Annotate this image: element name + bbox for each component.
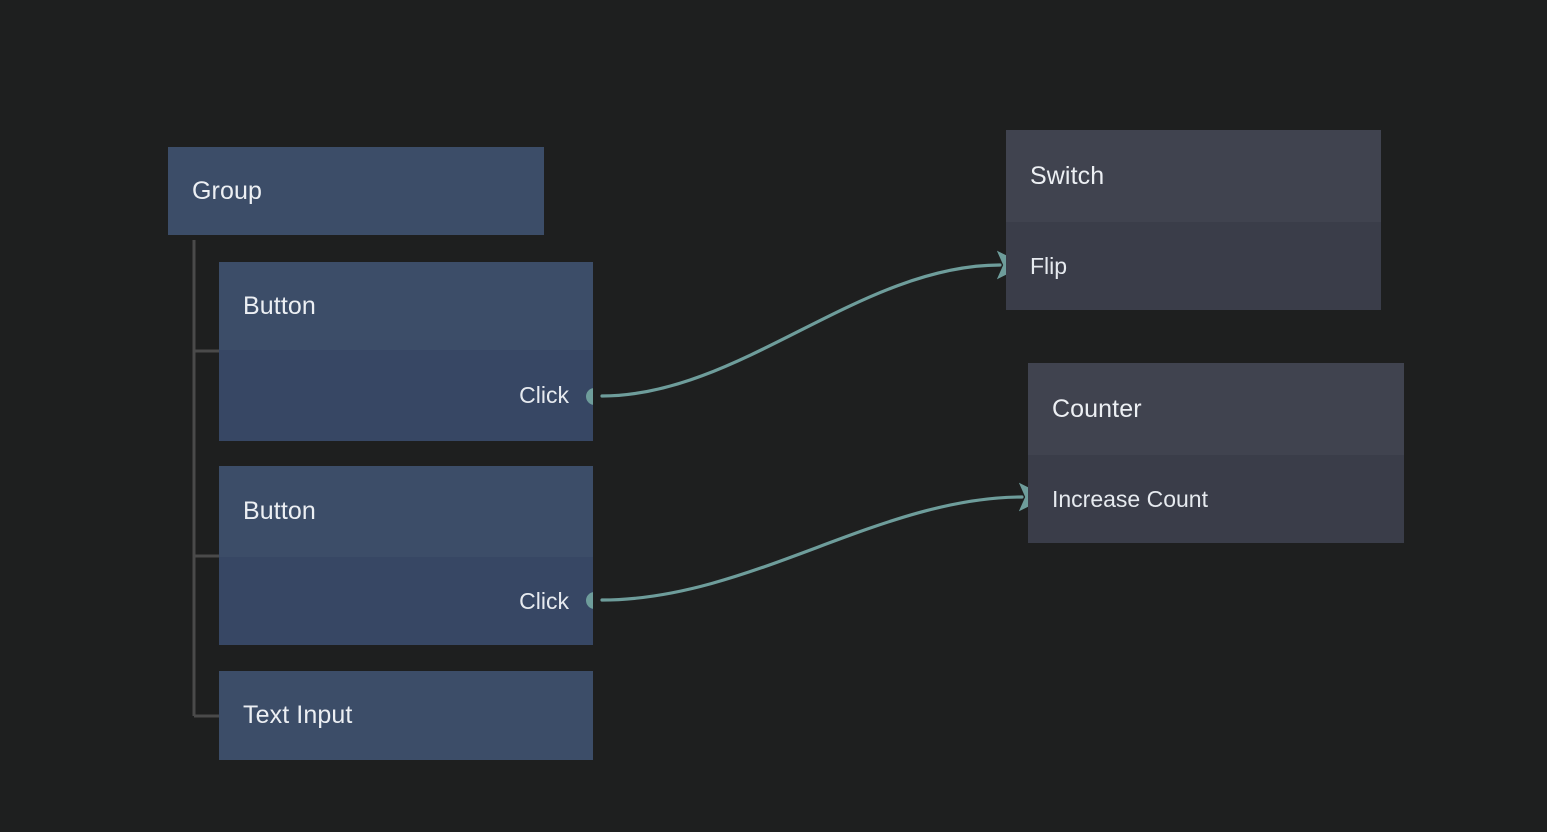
node-title-text-input: Text Input [219, 671, 593, 760]
port-label-switch-0: Flip [1030, 252, 1068, 279]
edge-edge-click-increase[interactable] [600, 482, 1048, 602]
edge-edge-click-flip[interactable] [600, 250, 1026, 398]
port-label-button-1-0: Click [519, 382, 569, 408]
node-body-counter: Increase Count [1028, 455, 1404, 543]
node-title-switch: Switch [1006, 130, 1381, 222]
port-row-button-2-0[interactable]: Click [243, 588, 569, 615]
port-dot-button-1-0[interactable] [586, 388, 593, 405]
node-body-switch: Flip [1006, 222, 1381, 310]
port-row-switch-0[interactable]: Flip [1030, 253, 1357, 280]
node-text-input[interactable]: Text Input [219, 671, 593, 760]
port-label-button-2-0: Click [519, 587, 569, 614]
port-row-button-1-0[interactable]: Click [243, 382, 569, 409]
node-group[interactable]: Group [168, 147, 544, 235]
port-row-counter-0[interactable]: Increase Count [1052, 486, 1380, 513]
node-title-counter: Counter [1028, 363, 1404, 455]
port-dot-button-2-0[interactable] [586, 592, 593, 609]
port-label-counter-0: Increase Count [1052, 485, 1208, 512]
node-title-button-2: Button [219, 466, 593, 557]
node-body-button-1: Click [219, 350, 593, 441]
node-body-button-2: Click [219, 557, 593, 645]
node-title-group: Group [168, 147, 544, 235]
node-title-button-1: Button [219, 262, 593, 350]
